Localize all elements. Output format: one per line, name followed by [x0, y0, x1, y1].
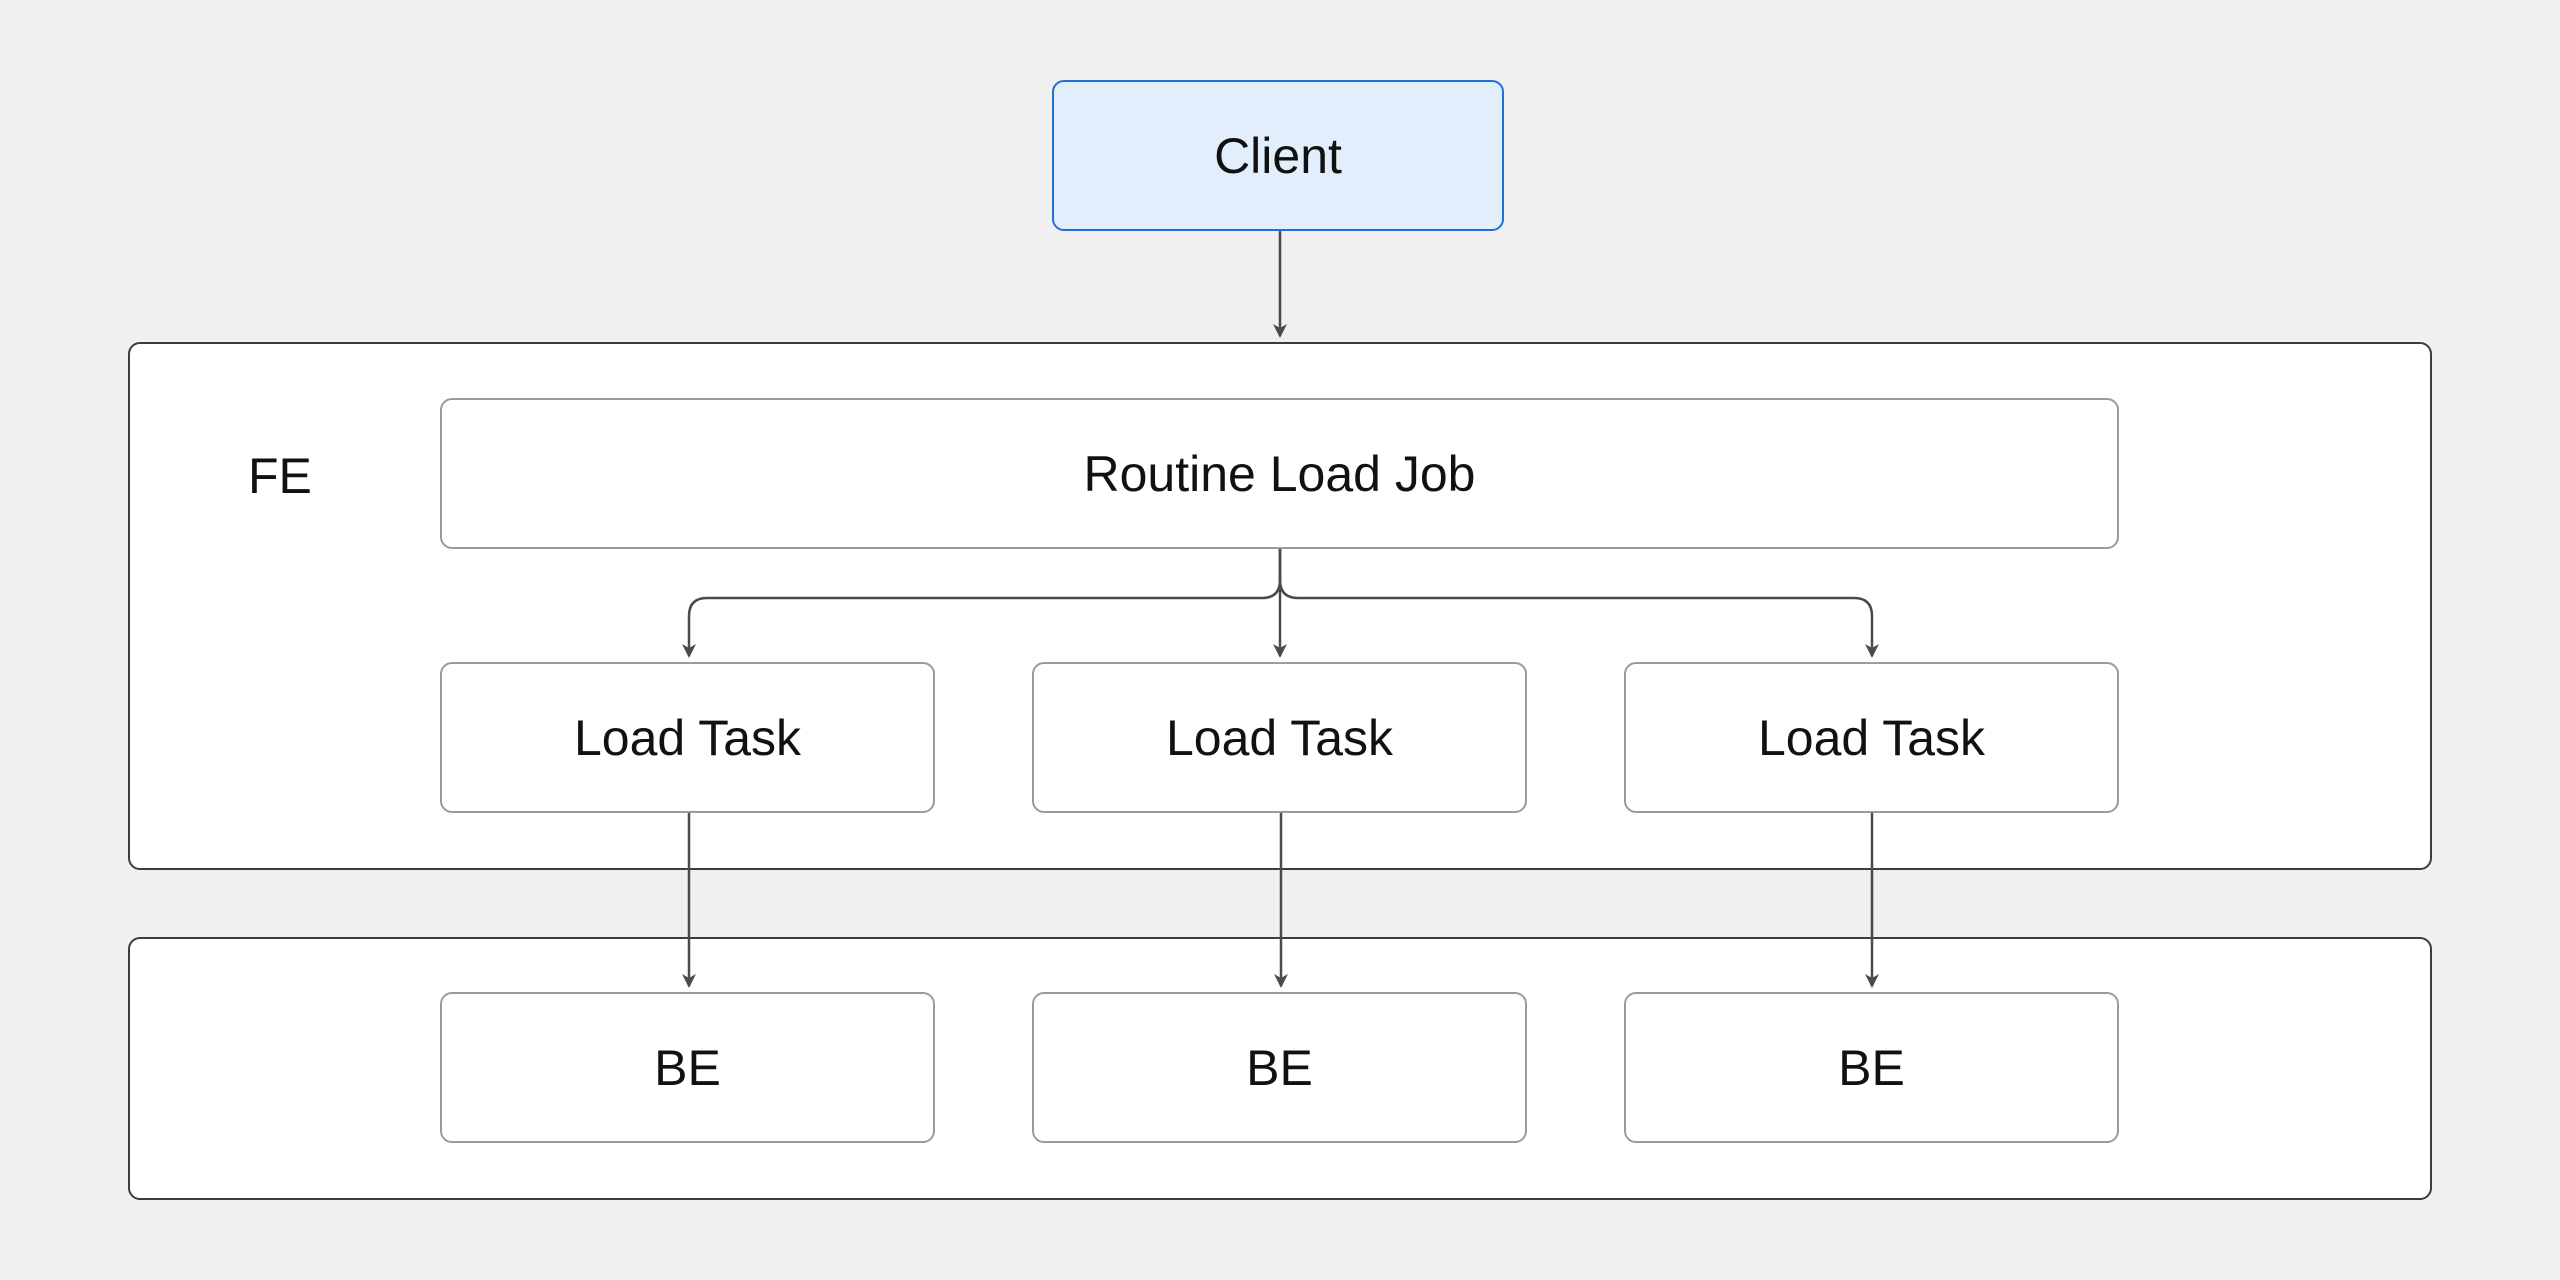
be-label: BE — [1838, 1039, 1905, 1096]
be-label: BE — [654, 1039, 721, 1096]
client-node: Client — [1052, 80, 1504, 231]
load-task-label: Load Task — [1757, 709, 1986, 766]
routine-load-job-node: Routine Load Job — [440, 398, 2119, 549]
fe-label: FE — [248, 448, 312, 504]
load-task-label: Load Task — [1165, 709, 1394, 766]
load-task-node: Load Task — [1032, 662, 1527, 813]
load-task-node: Load Task — [440, 662, 935, 813]
be-label: BE — [1246, 1039, 1313, 1096]
be-node: BE — [1624, 992, 2119, 1143]
be-node: BE — [1032, 992, 1527, 1143]
be-node: BE — [440, 992, 935, 1143]
client-label: Client — [1214, 127, 1342, 184]
load-task-label: Load Task — [573, 709, 802, 766]
routine-load-job-label: Routine Load Job — [1083, 445, 1476, 502]
load-task-node: Load Task — [1624, 662, 2119, 813]
